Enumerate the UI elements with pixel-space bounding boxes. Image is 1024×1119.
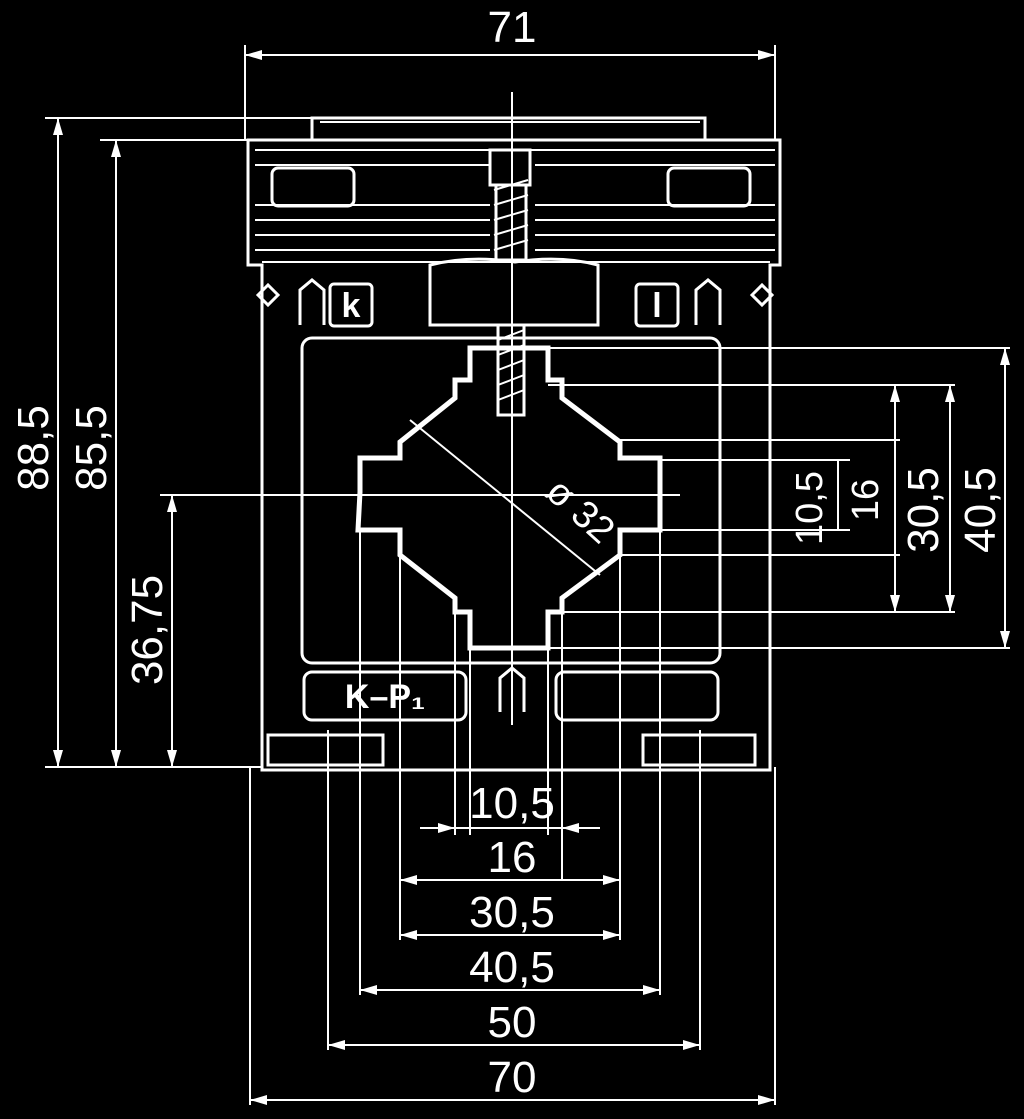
dim-right-16-label: 16 — [845, 479, 887, 521]
dim-height-total-label: 88,5 — [9, 405, 58, 491]
dim-height-center-label: 36,75 — [123, 575, 172, 685]
dim-right-10-5-label: 10,5 — [789, 471, 831, 545]
dim-right-30-5-label: 30,5 — [899, 467, 948, 553]
terminal-l-label: l — [652, 287, 661, 325]
dim-bottom-50-label: 50 — [488, 998, 537, 1047]
center-lines — [160, 92, 680, 725]
dim-top-width-label: 71 — [488, 3, 537, 52]
dim-bottom-10-5-label: 10,5 — [469, 779, 555, 828]
dim-bottom-70-label: 70 — [488, 1053, 537, 1102]
conductor-opening — [355, 345, 663, 651]
dim-height-body-label: 85,5 — [67, 405, 116, 491]
dim-right-40-5-label: 40,5 — [956, 467, 1005, 553]
arrow-marker — [498, 666, 526, 712]
dim-bottom-40-5-label: 40,5 — [469, 943, 555, 992]
dim-bottom: 10,5 16 30,5 40,5 50 70 — [249, 530, 776, 1105]
terminal-l: l — [634, 278, 722, 328]
terminal-k: k — [298, 278, 374, 328]
marking-label: K–P₁ — [345, 678, 425, 716]
dim-right: 10,5 16 30,5 40,5 — [548, 347, 1010, 649]
dim-bottom-16-label: 16 — [488, 833, 537, 882]
dim-left-heights: 88,5 85,5 36,75 — [9, 117, 312, 768]
terminal-k-label: k — [342, 287, 361, 325]
dim-bottom-30-5-label: 30,5 — [469, 888, 555, 937]
dim-top-width: 71 — [244, 3, 776, 140]
